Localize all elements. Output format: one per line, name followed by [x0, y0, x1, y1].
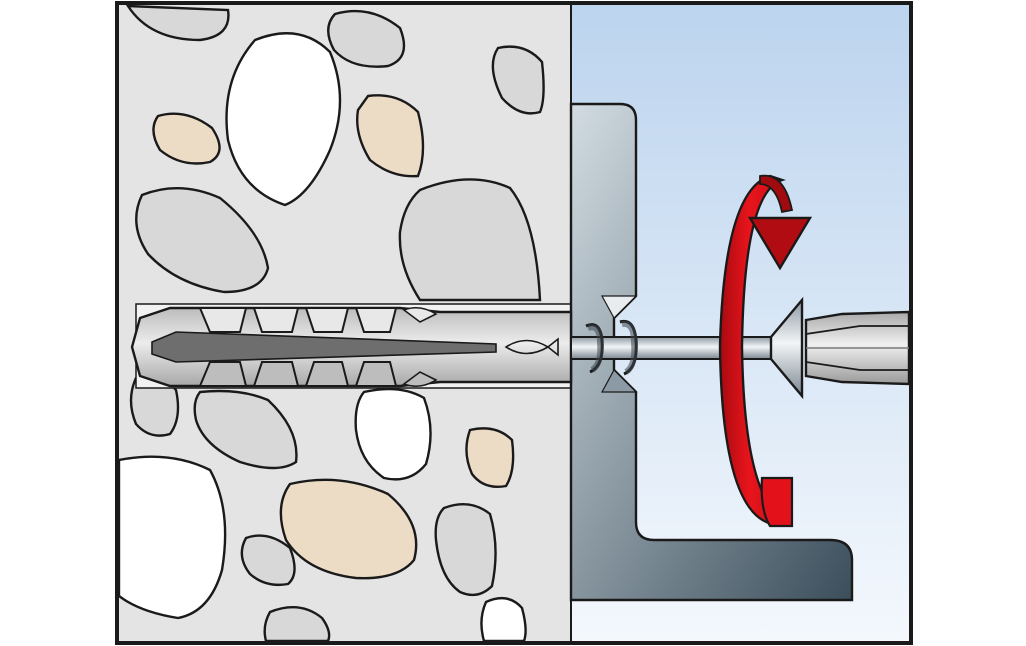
pebble	[398, 178, 542, 302]
clockwise-rotation-arrow-icon	[718, 174, 813, 528]
screwdriver-bit-icon	[804, 310, 911, 386]
pebble	[491, 45, 545, 115]
pebble	[263, 606, 331, 641]
angle-bracket	[569, 102, 854, 602]
pebble	[356, 94, 425, 178]
pebble	[465, 427, 515, 488]
pebble	[135, 187, 270, 294]
wall-plug-icon	[130, 306, 573, 388]
pebble	[193, 389, 298, 470]
pebble	[327, 9, 406, 68]
diagram-frame	[115, 1, 913, 645]
pebble	[240, 534, 296, 587]
fish-logo-icon	[504, 337, 559, 357]
pebble	[480, 596, 527, 641]
pebble	[125, 5, 230, 42]
pebble	[225, 32, 342, 207]
pebble	[152, 112, 221, 165]
pebble	[434, 502, 497, 597]
pebble	[354, 387, 432, 481]
pebble	[279, 478, 418, 580]
pebble	[119, 455, 227, 620]
